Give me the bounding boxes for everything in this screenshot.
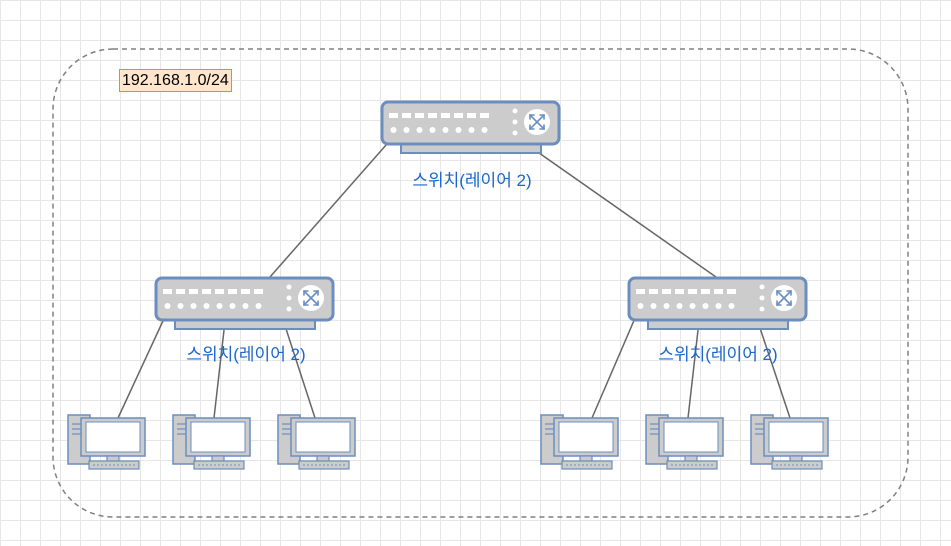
switch-label-right: 스위치(레이어 2) [658,345,778,364]
desktop-computer-icon[interactable] [277,414,356,470]
desktop-computer-icon[interactable] [67,414,146,470]
subnet-label: 192.168.1.0/24 [119,69,232,92]
desktop-computer-icon[interactable] [645,414,724,470]
switch-label-core: 스위치(레이어 2) [412,171,532,190]
switch-label-left: 스위치(레이어 2) [186,345,306,364]
subnet-boundary [52,48,909,518]
network-switch-icon[interactable] [380,100,561,154]
links [117,119,791,419]
network-switch-icon[interactable] [627,276,808,330]
desktop-computer-icon[interactable] [750,414,829,470]
desktop-computer-icon[interactable] [540,414,619,470]
desktop-computer-icon[interactable] [172,414,251,470]
network-switch-icon[interactable] [154,276,335,330]
link-core-left [269,119,409,278]
